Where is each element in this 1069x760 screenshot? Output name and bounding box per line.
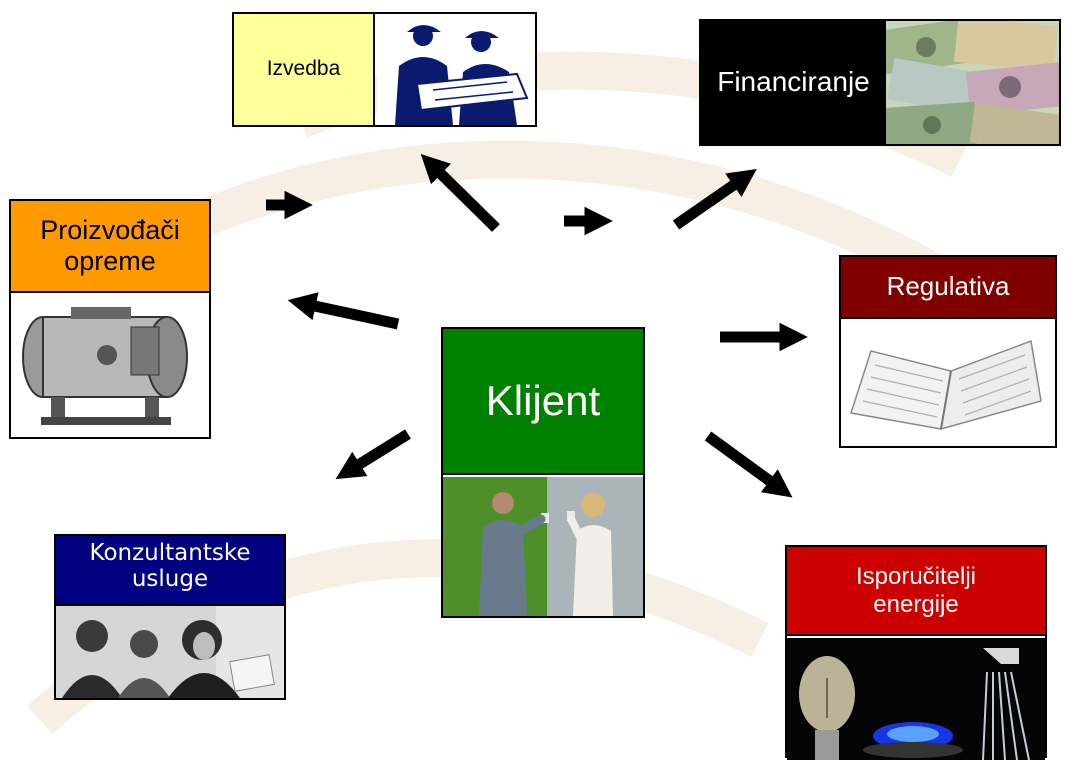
people-at-light-switch-icon [443,477,643,616]
boiler-tank-icon [11,295,209,437]
node-konzultantske-label: Konzultantske usluge [56,536,284,606]
node-financiranje: Financiranje [699,19,1061,146]
bulb-gas-water-icon [787,638,1045,760]
engineers-with-blueprint-icon [377,14,535,125]
node-izvedba: Izvedba [232,12,537,127]
node-financiranje-label: Financiranje [701,21,886,144]
arrow-to-proizvodaci [287,292,400,330]
node-klijent-label: Klijent [443,329,643,475]
node-regulativa-label: Regulativa [841,257,1055,319]
node-proizvodaci: Proizvođači opreme [9,199,211,439]
open-book-icon [841,321,1055,446]
arrow-to-isporucitelji [704,431,793,498]
arrow-to-financiranje [672,168,757,230]
node-regulativa: Regulativa [839,255,1057,448]
node-isporucitelji-label: Isporučitelji energije [787,547,1045,636]
node-konzultantske: Konzultantske usluge [54,534,286,700]
node-proizvodaci-label: Proizvođači opreme [11,201,209,293]
node-isporucitelji: Isporučitelji energije [785,545,1047,760]
arrow-to-izvedba [420,153,500,232]
node-izvedba-label: Izvedba [234,14,375,125]
node-klijent: Klijent [441,327,645,618]
arrow-to-konzultantske [335,429,411,480]
consulting-people-icon [56,606,284,698]
banknotes-icon [886,21,1059,144]
